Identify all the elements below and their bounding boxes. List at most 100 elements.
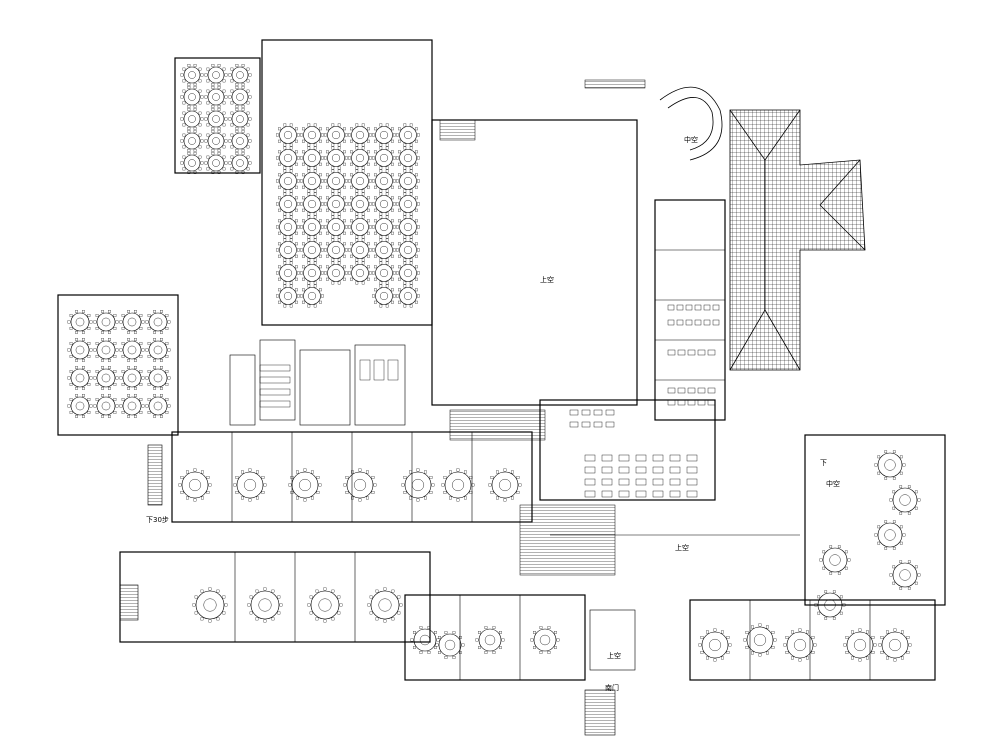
desk — [601, 454, 613, 462]
round-table — [324, 215, 348, 239]
round-table — [119, 310, 145, 334]
round-table — [698, 628, 732, 662]
round-table — [228, 64, 252, 86]
round-table — [348, 238, 372, 262]
round-table — [783, 628, 817, 662]
desk — [581, 421, 591, 428]
desk — [686, 466, 698, 474]
desk — [618, 478, 630, 486]
round-table — [192, 587, 228, 623]
desk — [618, 454, 630, 462]
round-table — [396, 123, 420, 147]
south-stair — [584, 689, 616, 736]
south-entry-label: 南门 — [605, 683, 619, 692]
desk — [601, 490, 613, 498]
stairs — [119, 79, 646, 736]
desk — [387, 359, 399, 381]
desk — [697, 399, 706, 406]
desk — [635, 490, 647, 498]
central-dining — [539, 399, 716, 501]
round-table — [324, 192, 348, 216]
round-table — [180, 64, 204, 86]
desk — [605, 409, 615, 416]
desk — [259, 364, 291, 372]
round-table — [180, 108, 204, 130]
private-room-strip-east — [689, 599, 936, 681]
round-table — [324, 123, 348, 147]
desk — [707, 349, 716, 356]
desk — [676, 319, 684, 326]
round-table — [348, 146, 372, 170]
desk — [584, 466, 596, 474]
round-table — [435, 631, 465, 659]
desk — [652, 478, 664, 486]
round-table — [814, 590, 846, 620]
round-table — [204, 130, 228, 152]
round-table — [410, 626, 440, 654]
round-table — [396, 215, 420, 239]
round-table — [228, 86, 252, 108]
desk — [686, 490, 698, 498]
round-table — [372, 146, 396, 170]
round-table — [372, 123, 396, 147]
round-table — [93, 338, 119, 362]
desk — [652, 466, 664, 474]
desk — [667, 399, 676, 406]
round-table — [145, 310, 171, 334]
round-table — [307, 587, 343, 623]
round-table — [228, 108, 252, 130]
void-label-lower: 上空 — [675, 543, 689, 552]
round-table — [372, 192, 396, 216]
round-table — [145, 394, 171, 418]
east-offices — [654, 199, 726, 421]
outer-walls — [57, 39, 946, 681]
round-table — [396, 192, 420, 216]
round-table — [372, 169, 396, 193]
east-wing — [804, 434, 946, 606]
desk — [605, 421, 615, 428]
round-table — [819, 545, 851, 575]
desk — [259, 400, 291, 408]
round-table — [67, 310, 93, 334]
round-table — [372, 215, 396, 239]
round-table — [228, 152, 252, 174]
round-table — [67, 338, 93, 362]
round-table — [324, 146, 348, 170]
round-table — [276, 215, 300, 239]
desk — [667, 387, 676, 394]
desk — [601, 478, 613, 486]
patio-label-east: 中空 — [826, 479, 840, 488]
desk — [685, 304, 693, 311]
round-table — [93, 394, 119, 418]
down-label: 下 — [820, 459, 827, 467]
round-table — [276, 123, 300, 147]
round-table — [889, 485, 921, 515]
round-table — [348, 261, 372, 285]
round-table — [300, 123, 324, 147]
round-table — [878, 628, 912, 662]
round-table — [300, 169, 324, 193]
desk — [569, 421, 579, 428]
round-table — [372, 284, 396, 308]
desk — [667, 349, 676, 356]
desk — [707, 387, 716, 394]
round-table — [348, 169, 372, 193]
round-table — [178, 468, 212, 502]
round-table — [145, 338, 171, 362]
desk — [259, 376, 291, 384]
desk — [694, 304, 702, 311]
north-balcony — [584, 79, 646, 89]
west-stair — [147, 444, 163, 506]
round-table — [396, 169, 420, 193]
round-table — [300, 238, 324, 262]
desk — [687, 399, 696, 406]
round-table — [372, 238, 396, 262]
round-table — [228, 130, 252, 152]
desk — [669, 478, 681, 486]
desk — [686, 454, 698, 462]
round-table — [889, 560, 921, 590]
round-table — [343, 468, 377, 502]
round-table — [276, 169, 300, 193]
round-table — [276, 284, 300, 308]
